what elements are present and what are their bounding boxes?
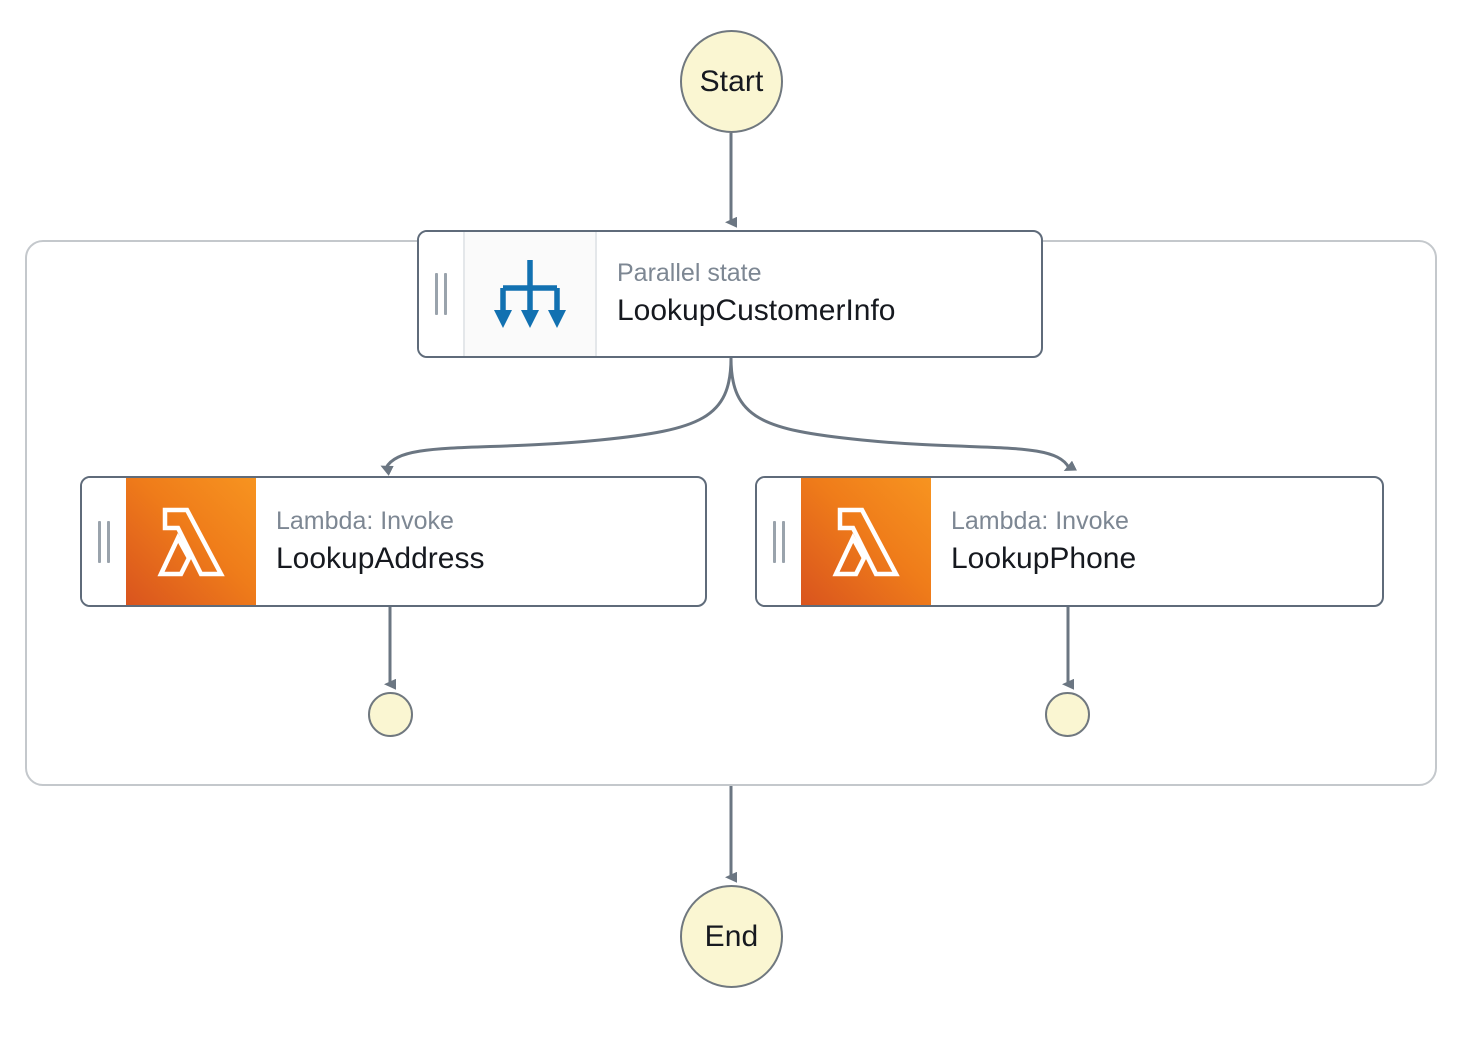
lambda-left-labels: Lambda: Invoke LookupAddress (256, 478, 705, 605)
drag-handle-icon[interactable] (757, 478, 801, 605)
parallel-state-node[interactable]: Parallel state LookupCustomerInfo (417, 230, 1043, 358)
lambda-left-name-label: LookupAddress (276, 541, 485, 575)
branch-end-circle-icon-right[interactable] (1045, 692, 1090, 737)
drag-handle-icon[interactable] (419, 232, 463, 356)
lambda-state-node-lookup-phone[interactable]: Lambda: Invoke LookupPhone (755, 476, 1384, 607)
drag-handle-icon[interactable] (82, 478, 126, 605)
parallel-state-type-label: Parallel state (617, 259, 762, 288)
parallel-state-name-label: LookupCustomerInfo (617, 294, 896, 328)
parallel-state-labels: Parallel state LookupCustomerInfo (597, 232, 1041, 356)
lambda-state-node-lookup-address[interactable]: Lambda: Invoke LookupAddress (80, 476, 707, 607)
end-node[interactable]: End (680, 885, 783, 988)
start-node[interactable]: Start (680, 30, 783, 133)
lambda-left-type-label: Lambda: Invoke (276, 506, 454, 535)
parallel-fork-icon (463, 232, 597, 356)
aws-lambda-icon (801, 478, 931, 605)
lambda-right-type-label: Lambda: Invoke (951, 506, 1129, 535)
end-node-label: End (704, 919, 759, 953)
start-node-label: Start (699, 64, 764, 98)
lambda-right-name-label: LookupPhone (951, 541, 1137, 575)
aws-lambda-icon (126, 478, 256, 605)
lambda-right-labels: Lambda: Invoke LookupPhone (931, 478, 1382, 605)
branch-end-circle-icon-left[interactable] (368, 692, 413, 737)
